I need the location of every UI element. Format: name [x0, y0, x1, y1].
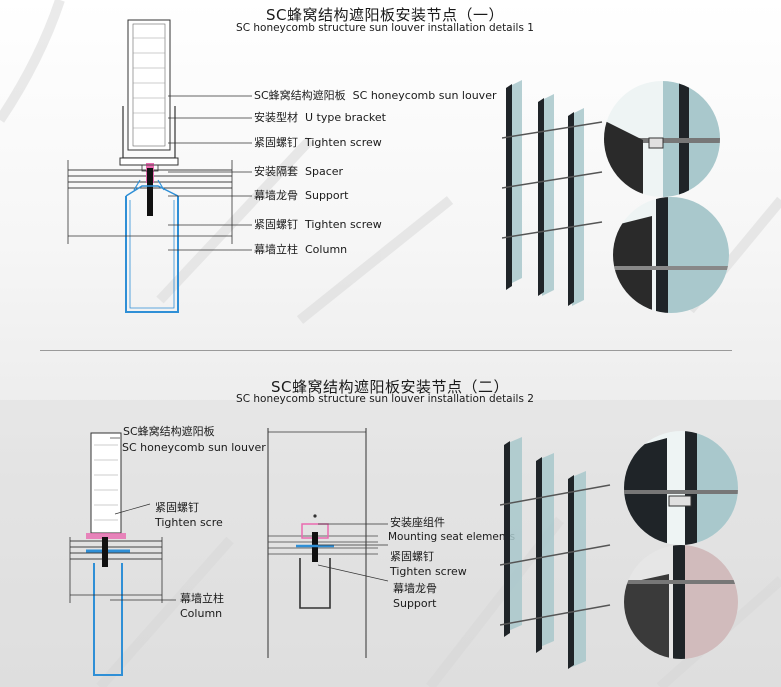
label-tighten-screw-2: 紧固螺钉 Tighten screw	[254, 218, 382, 231]
detail2-left-drawing	[69, 432, 163, 676]
label-sun-louver: SC蜂窝结构遮阳板 SC honeycomb sun louver	[254, 89, 497, 102]
label-spacer: 安装隔套 Spacer	[254, 165, 344, 178]
label2-sun-louver-en: SC honeycomb sun louver	[122, 441, 266, 454]
section2-title-en: SC honeycomb structure sun louver instal…	[236, 393, 534, 405]
detail-zoom-circle-2b	[624, 545, 738, 659]
detail1-leader-lines	[168, 95, 252, 251]
label2-mounting-seat-en: Mounting seat elements	[388, 531, 516, 543]
label2-tighten-screw-mid-cn: 紧固螺钉	[390, 550, 434, 563]
label2-support-en: Support	[393, 597, 437, 610]
detail2-left-leaders	[110, 437, 176, 601]
section2-title-cn: SC蜂窝结构遮阳板安装节点（二）	[271, 378, 509, 396]
section1-title-en: SC honeycomb structure sun louver instal…	[236, 22, 534, 34]
louver-3d-illustration-2	[500, 437, 611, 669]
label-tighten-screw-1: 紧固螺钉 Tighten screw	[254, 136, 382, 149]
detail1-section-drawing	[67, 19, 233, 313]
label2-sun-louver-cn: SC蜂窝结构遮阳板	[123, 425, 215, 438]
label-support: 幕墙龙骨 Support	[254, 189, 349, 202]
detail2-mid-drawing	[267, 428, 378, 658]
label2-tighten-screw-en: Tighten scre	[155, 516, 223, 529]
label2-support-cn: 幕墙龙骨	[393, 582, 437, 595]
detail-zoom-circle-2a	[624, 431, 738, 545]
label-u-bracket: 安装型材 U type bracket	[254, 111, 386, 124]
label-column: 幕墙立柱 Column	[254, 243, 348, 256]
section-divider	[40, 350, 732, 351]
label2-tighten-screw-cn: 紧固螺钉	[155, 501, 199, 514]
detail-zoom-circle-1a	[604, 81, 720, 197]
label2-column-en: Column	[180, 607, 223, 620]
detail2-mid-leaders	[318, 523, 389, 582]
label2-column-cn: 幕墙立柱	[180, 592, 224, 605]
detail-zoom-circle-1b	[613, 197, 729, 313]
label2-tighten-screw-mid-en: Tighten screw	[390, 565, 467, 578]
section1-title-cn: SC蜂窝结构遮阳板安装节点（一）	[266, 6, 504, 24]
label2-mounting-seat-cn: 安装座组件	[390, 516, 445, 529]
louver-3d-illustration-1	[502, 80, 603, 306]
